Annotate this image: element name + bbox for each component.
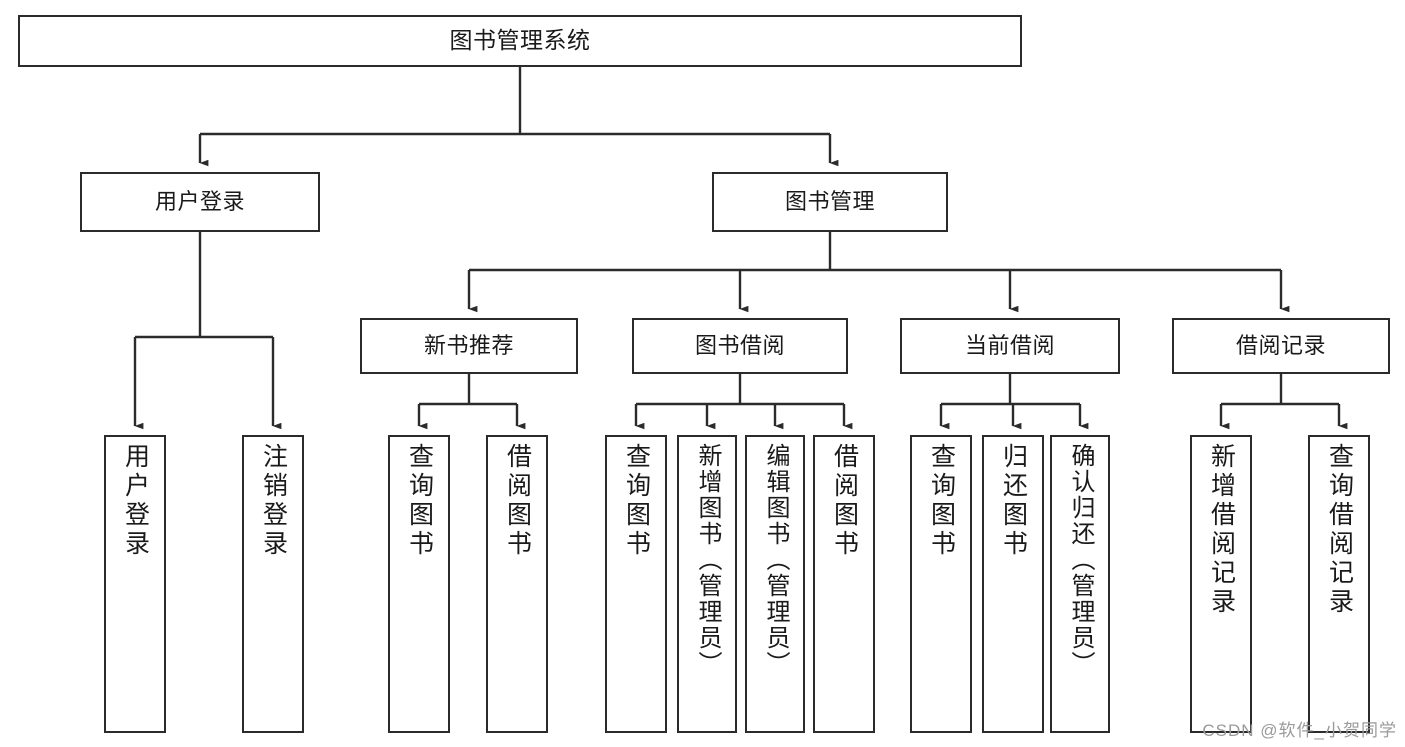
- node-label: 借阅图书: [830, 443, 859, 559]
- node-new-book-rec[interactable]: 新书推荐: [360, 318, 578, 374]
- node-book-borrow[interactable]: 图书借阅: [632, 318, 848, 374]
- node-label: 查询借阅记录: [1325, 443, 1354, 617]
- node-current-borrow[interactable]: 当前借阅: [900, 318, 1120, 374]
- node-label: 借阅图书: [503, 443, 532, 559]
- node-leaf-query-book-3[interactable]: 查询图书: [910, 435, 972, 733]
- node-label: 查询图书: [927, 443, 956, 559]
- node-label: 归还图书: [999, 443, 1028, 559]
- node-leaf-query-book-2[interactable]: 查询图书: [605, 435, 667, 733]
- node-leaf-return-book[interactable]: 归还图书: [982, 435, 1044, 733]
- node-label: 新增借阅记录: [1207, 443, 1236, 617]
- node-user-login[interactable]: 用户登录: [80, 172, 320, 232]
- node-borrow-record[interactable]: 借阅记录: [1172, 318, 1390, 374]
- node-leaf-user-login[interactable]: 用户登录: [104, 435, 166, 733]
- node-label: 新增图书（管理员）: [694, 443, 721, 677]
- csdn-watermark: CSDN @软件_小贺同学: [1202, 721, 1397, 740]
- node-label: 编辑图书（管理员）: [762, 443, 789, 677]
- node-leaf-user-logout[interactable]: 注销登录: [242, 435, 304, 733]
- node-leaf-edit-book[interactable]: 编辑图书（管理员）: [745, 435, 805, 733]
- node-label: 图书管理: [784, 189, 875, 215]
- node-leaf-borrow-book-1[interactable]: 借阅图书: [486, 435, 548, 733]
- node-root-system[interactable]: 图书管理系统: [18, 15, 1022, 67]
- node-leaf-add-record[interactable]: 新增借阅记录: [1190, 435, 1252, 733]
- node-label: 查询图书: [405, 443, 434, 559]
- node-label: 注销登录: [259, 443, 288, 559]
- node-leaf-add-book[interactable]: 新增图书（管理员）: [677, 435, 737, 733]
- node-label: 确认归还（管理员）: [1067, 443, 1094, 677]
- node-label: 查询图书: [622, 443, 651, 559]
- node-leaf-borrow-book-2[interactable]: 借阅图书: [813, 435, 875, 733]
- node-label: 图书管理系统: [449, 27, 591, 54]
- node-label: 用户登录: [154, 189, 245, 215]
- node-leaf-query-book-1[interactable]: 查询图书: [388, 435, 450, 733]
- node-label: 当前借阅: [964, 333, 1055, 359]
- node-label: 新书推荐: [423, 333, 514, 359]
- node-leaf-confirm-return[interactable]: 确认归还（管理员）: [1050, 435, 1110, 733]
- node-label: 用户登录: [121, 443, 150, 559]
- node-label: 借阅记录: [1235, 333, 1326, 359]
- node-leaf-query-record[interactable]: 查询借阅记录: [1308, 435, 1370, 733]
- node-label: 图书借阅: [694, 333, 785, 359]
- node-book-manage[interactable]: 图书管理: [712, 172, 948, 232]
